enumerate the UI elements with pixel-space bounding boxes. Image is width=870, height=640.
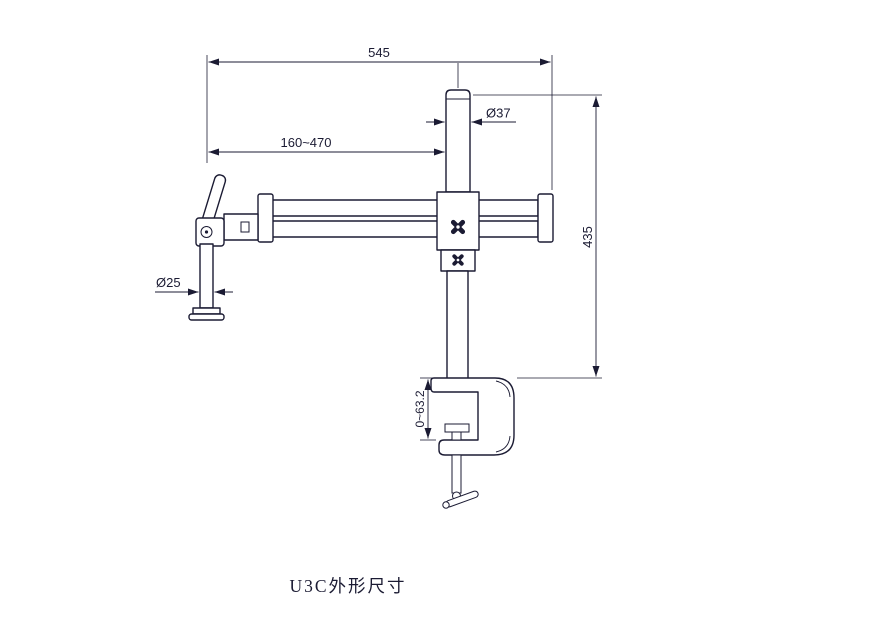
arm-rail-top bbox=[271, 199, 539, 217]
connector-detail bbox=[240, 221, 250, 233]
upper-pole bbox=[445, 89, 471, 193]
left-assembly bbox=[188, 174, 259, 321]
arm-end-cap-left bbox=[257, 193, 274, 243]
dim-handle-pole-diameter: Ø25 bbox=[156, 275, 181, 290]
table-clamp bbox=[430, 377, 515, 509]
pole-base-upper bbox=[192, 307, 221, 315]
arm-end-cap-right bbox=[537, 193, 554, 243]
screw-handle-knob bbox=[442, 501, 450, 509]
clamp-knob-lower bbox=[452, 254, 464, 266]
clamp-pad-stem bbox=[451, 431, 462, 441]
center-block bbox=[436, 191, 480, 251]
clamp-body bbox=[430, 377, 515, 456]
clamp-shade-top bbox=[495, 380, 511, 398]
clamp-pad bbox=[444, 423, 470, 433]
dim-total-width: 545 bbox=[368, 45, 390, 60]
dim-total-height: 435 bbox=[580, 226, 595, 248]
clamp-shade-bottom bbox=[495, 435, 511, 453]
dim-pole-diameter: Ø37 bbox=[486, 106, 511, 121]
vertical-column bbox=[436, 89, 480, 382]
horizontal-arm bbox=[257, 193, 554, 243]
screw-handle-bar bbox=[445, 490, 479, 508]
clamp-knob-upper bbox=[450, 219, 466, 235]
pivot-bolt-center bbox=[204, 230, 209, 234]
dim-clamp-opening: 0~63.2 bbox=[413, 390, 427, 427]
clamp-screw bbox=[451, 454, 462, 494]
dim-arm-range: 160~470 bbox=[281, 135, 332, 150]
pole-base-lower bbox=[188, 313, 225, 321]
dimension-annotations: 545 160~470 Ø37 435 Ø25 0~63.2 bbox=[155, 45, 602, 441]
drawing-caption: U3C外形尺寸 bbox=[289, 576, 406, 596]
lower-pole bbox=[446, 270, 469, 382]
arm-rail-bottom bbox=[271, 220, 539, 238]
focus-pole bbox=[199, 243, 214, 309]
